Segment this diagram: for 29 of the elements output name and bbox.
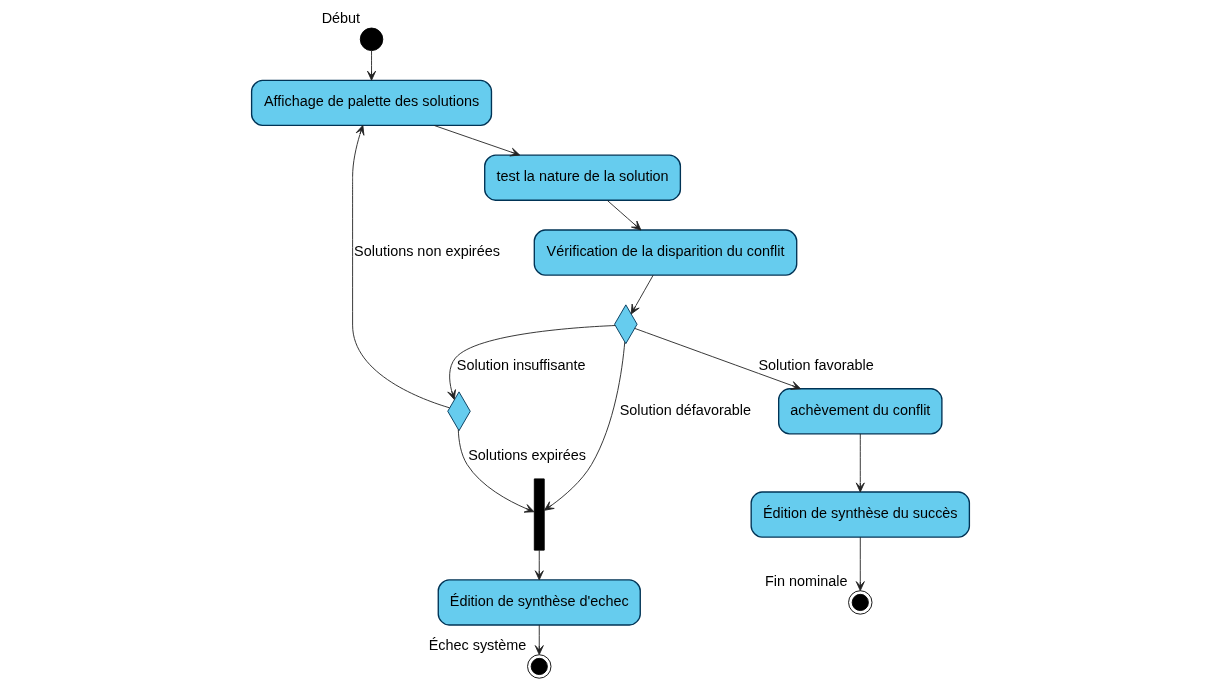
arrow bbox=[433, 125, 521, 157]
node-box: test la nature de la solution bbox=[484, 154, 682, 201]
edge-label: Solution défavorable bbox=[619, 401, 752, 418]
arrow bbox=[367, 50, 377, 81]
edge-label: Solution favorable bbox=[758, 356, 874, 373]
node-circle bbox=[359, 27, 384, 52]
node-box: Édition de synthèse d'echec bbox=[437, 579, 641, 626]
edge-label: Solutions expirées bbox=[468, 446, 586, 463]
node-label: Fin nominale bbox=[764, 573, 848, 590]
arrow bbox=[457, 429, 535, 513]
edge-label: Solution insuffisante bbox=[456, 356, 586, 373]
arrow bbox=[630, 274, 654, 315]
node-box: achèvement du conflit bbox=[778, 388, 943, 435]
arrow bbox=[352, 125, 450, 409]
arrow bbox=[855, 433, 865, 493]
arrow bbox=[534, 624, 544, 656]
node-label: Début bbox=[321, 10, 361, 27]
node-box: Affichage de palette des solutions bbox=[250, 79, 493, 127]
node-label: Échec système bbox=[428, 637, 527, 654]
node-box: Vérification de la disparition du conflit bbox=[533, 229, 798, 276]
arrow bbox=[544, 341, 626, 511]
node-bar bbox=[533, 478, 545, 551]
arrow bbox=[634, 327, 801, 390]
arrow bbox=[534, 549, 544, 581]
arrow bbox=[606, 200, 642, 231]
arrow bbox=[855, 536, 865, 592]
edge-label: Solutions non expirées bbox=[354, 243, 500, 259]
arrow bbox=[447, 325, 616, 400]
node-box: Édition de synthèse du succès bbox=[750, 491, 971, 538]
